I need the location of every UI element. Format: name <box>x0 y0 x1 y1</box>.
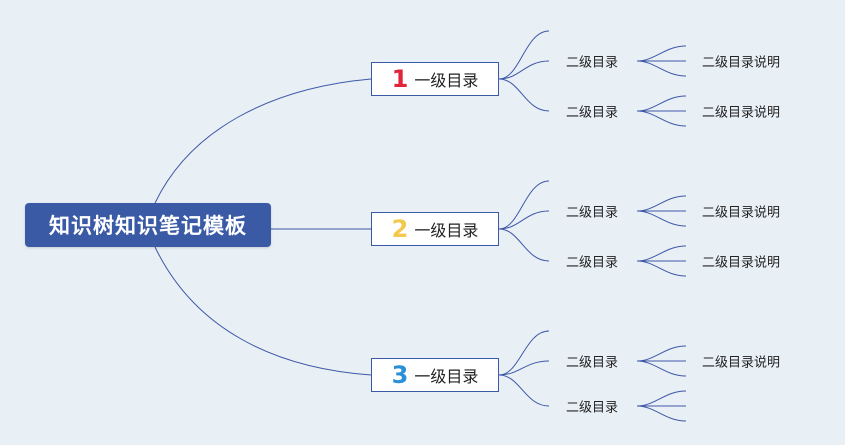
connector-line <box>154 246 372 376</box>
level2-node[interactable]: 二级目录 <box>566 400 619 416</box>
level1-label: 一级目录 <box>414 71 479 90</box>
root-label: 知识树知识笔记模板 <box>49 214 247 238</box>
connector-line <box>498 180 550 230</box>
connector-line <box>636 60 687 77</box>
connector-line <box>636 245 687 262</box>
level3-node[interactable]: 二级目录说明 <box>702 255 781 271</box>
connector-line <box>498 360 550 376</box>
connector-line <box>636 45 687 62</box>
level1-node-1[interactable]: 1 一级目录 <box>371 62 499 96</box>
level1-node-2[interactable]: 2 一级目录 <box>371 212 499 246</box>
level1-label: 一级目录 <box>414 221 479 240</box>
connector-line <box>636 110 687 127</box>
level3-node[interactable]: 二级目录说明 <box>702 205 781 221</box>
connector-line <box>498 330 550 376</box>
connector-line <box>636 260 687 277</box>
level2-node[interactable]: 二级目录 <box>566 205 619 221</box>
connector-line <box>636 405 687 422</box>
number-badge: 2 <box>391 215 409 243</box>
connector-line <box>154 78 372 204</box>
connector-line <box>636 390 687 407</box>
number-badge: 3 <box>391 361 409 389</box>
connector-line <box>636 360 687 377</box>
connector-line <box>498 374 550 407</box>
level2-node[interactable]: 二级目录 <box>566 105 619 121</box>
connector-line <box>636 195 687 212</box>
level1-node-3[interactable]: 3 一级目录 <box>371 358 499 392</box>
connector-line <box>498 210 550 230</box>
level3-node[interactable]: 二级目录说明 <box>702 355 781 371</box>
connector-lines <box>154 30 687 422</box>
level2-node[interactable]: 二级目录 <box>566 355 619 371</box>
level2-node[interactable]: 二级目录 <box>566 55 619 71</box>
number-badge: 1 <box>391 65 409 93</box>
level3-node[interactable]: 二级目录说明 <box>702 105 781 121</box>
connector-line <box>636 345 687 362</box>
level2-node[interactable]: 二级目录 <box>566 255 619 271</box>
root-node[interactable]: 知识树知识笔记模板 <box>25 203 271 247</box>
connector-line <box>498 78 550 112</box>
connector-line <box>498 228 550 262</box>
connector-line <box>636 210 687 227</box>
level1-label: 一级目录 <box>414 367 479 386</box>
connector-line <box>498 60 550 80</box>
connector-line <box>636 95 687 112</box>
connector-line <box>498 30 550 80</box>
level3-node[interactable]: 二级目录说明 <box>702 55 781 71</box>
